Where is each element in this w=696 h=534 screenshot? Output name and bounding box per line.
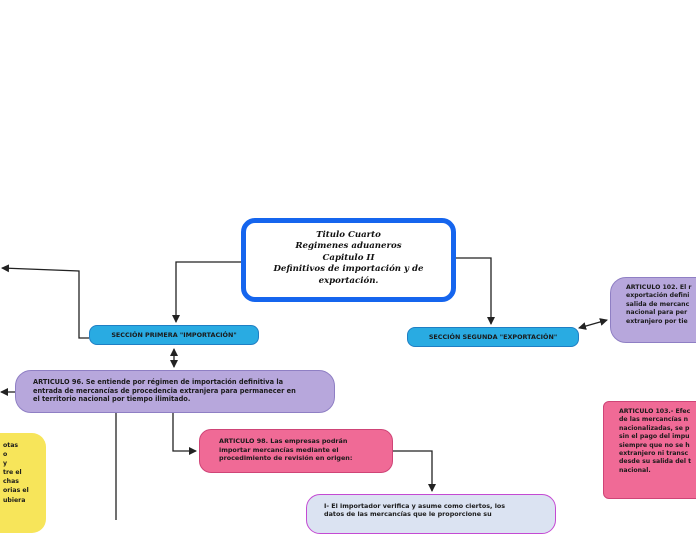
- article-103-node[interactable]: ARTICULO 103.- Efec de las mercancías n …: [603, 401, 696, 499]
- yellow-note-line-2: o: [3, 451, 8, 459]
- article-98-line-1: ARTICULO 98. Las empresas podrán: [219, 437, 348, 445]
- root-line-1: Titulo Cuarto: [316, 230, 381, 240]
- article-96-line-2: entrada de mercancías de procedencia ext…: [33, 386, 296, 395]
- connector-art96-to-art98: [172, 413, 197, 455]
- root-line-2: Regimenes aduaneros: [295, 241, 402, 252]
- connector-import-left-branch: [1, 264, 89, 339]
- article-102-line-5: extranjero por tie: [626, 317, 688, 325]
- article-102-line-3: salida de mercanc: [626, 300, 690, 308]
- article-96-node[interactable]: ARTICULO 96. Se entiende por régimen de …: [15, 370, 335, 413]
- yellow-note-line-1: otas: [3, 442, 19, 449]
- article-103-line-5: siempre que no se h: [619, 441, 690, 449]
- root-title-node[interactable]: Titulo Cuarto Regimenes aduaneros Capitu…: [241, 218, 456, 302]
- article-96-line-3: el territorio nacional por tiempo ilimit…: [33, 395, 191, 404]
- root-line-4: Definitivos de importación y de: [273, 264, 424, 275]
- article-102-node[interactable]: ARTICULO 102. El r exportación defini sa…: [610, 277, 696, 343]
- section-import-label: SECCIÓN PRIMERA "IMPORTACIÓN": [111, 331, 237, 339]
- fraction-1-line-2: datos de las mercancías que le proporcio…: [324, 510, 492, 519]
- article-103-line-2: de las mercancías n: [619, 416, 689, 424]
- connector-lines: [0, 257, 608, 520]
- root-line-3: Capitulo II: [322, 252, 375, 263]
- connector-export-to-art102: [578, 318, 608, 330]
- article-96-line-1: ARTICULO 96. Se entiende por régimen de …: [33, 378, 284, 386]
- connector-root-to-import: [172, 261, 241, 323]
- fraction-1-line-1: I- El importador verifica y asume como c…: [324, 502, 506, 510]
- connector-art98-to-fraction: [393, 450, 436, 492]
- yellow-note-node[interactable]: otas o y tre el chas orias el ubiera: [0, 433, 46, 533]
- yellow-note-line-3: y: [3, 460, 8, 468]
- article-102-line-4: nacional para per: [626, 309, 688, 317]
- yellow-note-line-6: orias el: [3, 487, 29, 495]
- article-102-line-2: exportación defini: [626, 292, 690, 300]
- article-103-line-7: desde su salida del t: [619, 458, 692, 466]
- fraction-1-node[interactable]: I- El importador verifica y asume como c…: [306, 494, 556, 534]
- article-103-line-1: ARTICULO 103.- Efec: [619, 408, 691, 415]
- section-export-node[interactable]: SECCIÓN SEGUNDA "EXPORTACIÓN": [407, 327, 579, 347]
- section-export-label: SECCIÓN SEGUNDA "EXPORTACIÓN": [428, 333, 558, 341]
- section-import-node[interactable]: SECCIÓN PRIMERA "IMPORTACIÓN": [89, 325, 259, 345]
- yellow-note-line-5: chas: [3, 478, 19, 486]
- article-103-line-4: sin el pago del impu: [619, 433, 690, 441]
- article-103-line-6: extranjero ni transc: [619, 450, 689, 458]
- article-98-line-3: procedimiento de revisión en origen:: [219, 454, 353, 463]
- article-102-line-1: ARTICULO 102. El r: [626, 284, 692, 291]
- yellow-note-line-7: ubiera: [3, 496, 26, 504]
- article-103-line-8: nacional.: [619, 466, 651, 474]
- article-103-line-3: nacionalizadas, se p: [619, 424, 690, 432]
- article-98-line-2: importar mercancías mediante el: [219, 445, 339, 454]
- connector-root-to-export: [456, 257, 495, 325]
- yellow-note-line-4: tre el: [3, 469, 22, 477]
- root-line-5: exportación.: [318, 275, 379, 286]
- article-98-node[interactable]: ARTICULO 98. Las empresas podrán importa…: [199, 429, 393, 473]
